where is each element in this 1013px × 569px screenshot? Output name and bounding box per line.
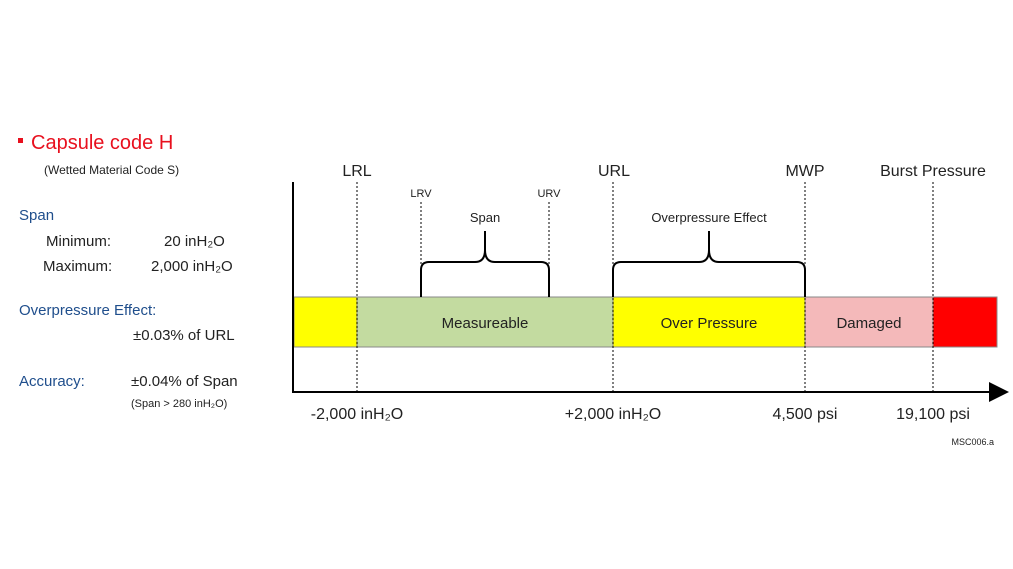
span-label: Span	[19, 207, 55, 224]
bullet-icon	[18, 138, 23, 144]
page-title: Capsule code H	[18, 132, 173, 155]
mwp-label: MWP	[785, 163, 824, 180]
zone-label-damaged: Damaged	[836, 315, 901, 332]
span-brace	[420, 231, 550, 297]
url-label: URL	[598, 163, 630, 180]
accuracy-note: (Span > 280 inH₂O)	[131, 398, 228, 410]
lrv-label: LRV	[410, 188, 432, 200]
accuracy-label: Accuracy:	[19, 373, 85, 390]
lrl-label: LRL	[342, 163, 371, 180]
accuracy-value: ±0.04% of Span	[131, 373, 238, 390]
zone-measureable	[356, 296, 614, 348]
span-brace-label: Span	[470, 210, 500, 225]
maximum-value: 2,000 inH₂O	[151, 258, 233, 275]
overpressure-label: Overpressure Effect:	[19, 302, 157, 319]
maximum-label: Maximum:	[43, 258, 113, 275]
figure-code: MSC006.a	[951, 437, 994, 447]
minimum-value: 20 inH₂O	[164, 233, 225, 250]
zone-damaged	[804, 296, 934, 348]
overpressure-brace	[612, 231, 806, 297]
zone-label-over-pressure: Over Pressure	[661, 315, 758, 332]
subtitle: (Wetted Material Code S)	[44, 163, 180, 177]
axis-label-lrl: -2,000 inH₂O	[311, 406, 403, 423]
zone-over-pressure	[612, 296, 806, 348]
minimum-label: Minimum:	[46, 233, 112, 250]
overpressure-value: ±0.03% of URL	[133, 327, 235, 344]
overpressure-effect-label: Overpressure Effect	[651, 210, 767, 225]
axis-label-mwp: 4,500 psi	[773, 406, 838, 423]
zone-label-measureable: Measureable	[442, 315, 529, 332]
burst-pressure-label: Burst Pressure	[880, 163, 986, 180]
zone-low	[293, 296, 358, 348]
urv-label: URV	[537, 188, 561, 200]
axis-label-url: +2,000 inH₂O	[565, 406, 662, 423]
axis-label-burst: 19,100 psi	[896, 406, 970, 423]
title-text: Capsule code H	[31, 132, 174, 154]
zone-burst	[932, 296, 998, 348]
